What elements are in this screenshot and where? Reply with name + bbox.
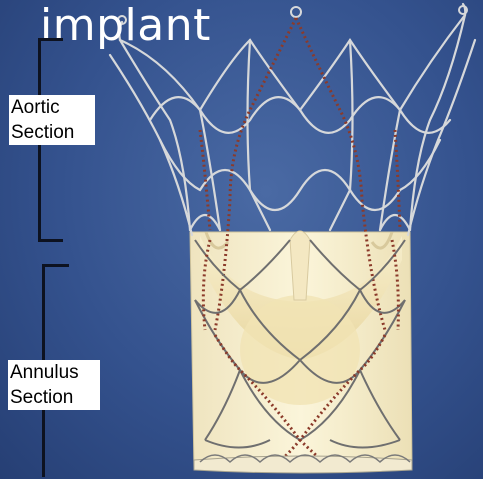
aortic-label-line-2: Section bbox=[11, 120, 93, 145]
annulus-label-line-2: Section bbox=[10, 385, 98, 410]
crown-tip-center bbox=[291, 7, 301, 17]
aortic-section-label: Aortic Section bbox=[9, 95, 95, 145]
slide-title: implant bbox=[40, 4, 211, 48]
aortic-label-line-1: Aortic bbox=[11, 95, 93, 120]
leaflet-belly bbox=[240, 295, 360, 405]
annulus-label-line-1: Annulus bbox=[10, 360, 98, 385]
commissure-post bbox=[290, 231, 310, 300]
annulus-section-label: Annulus Section bbox=[8, 360, 100, 410]
